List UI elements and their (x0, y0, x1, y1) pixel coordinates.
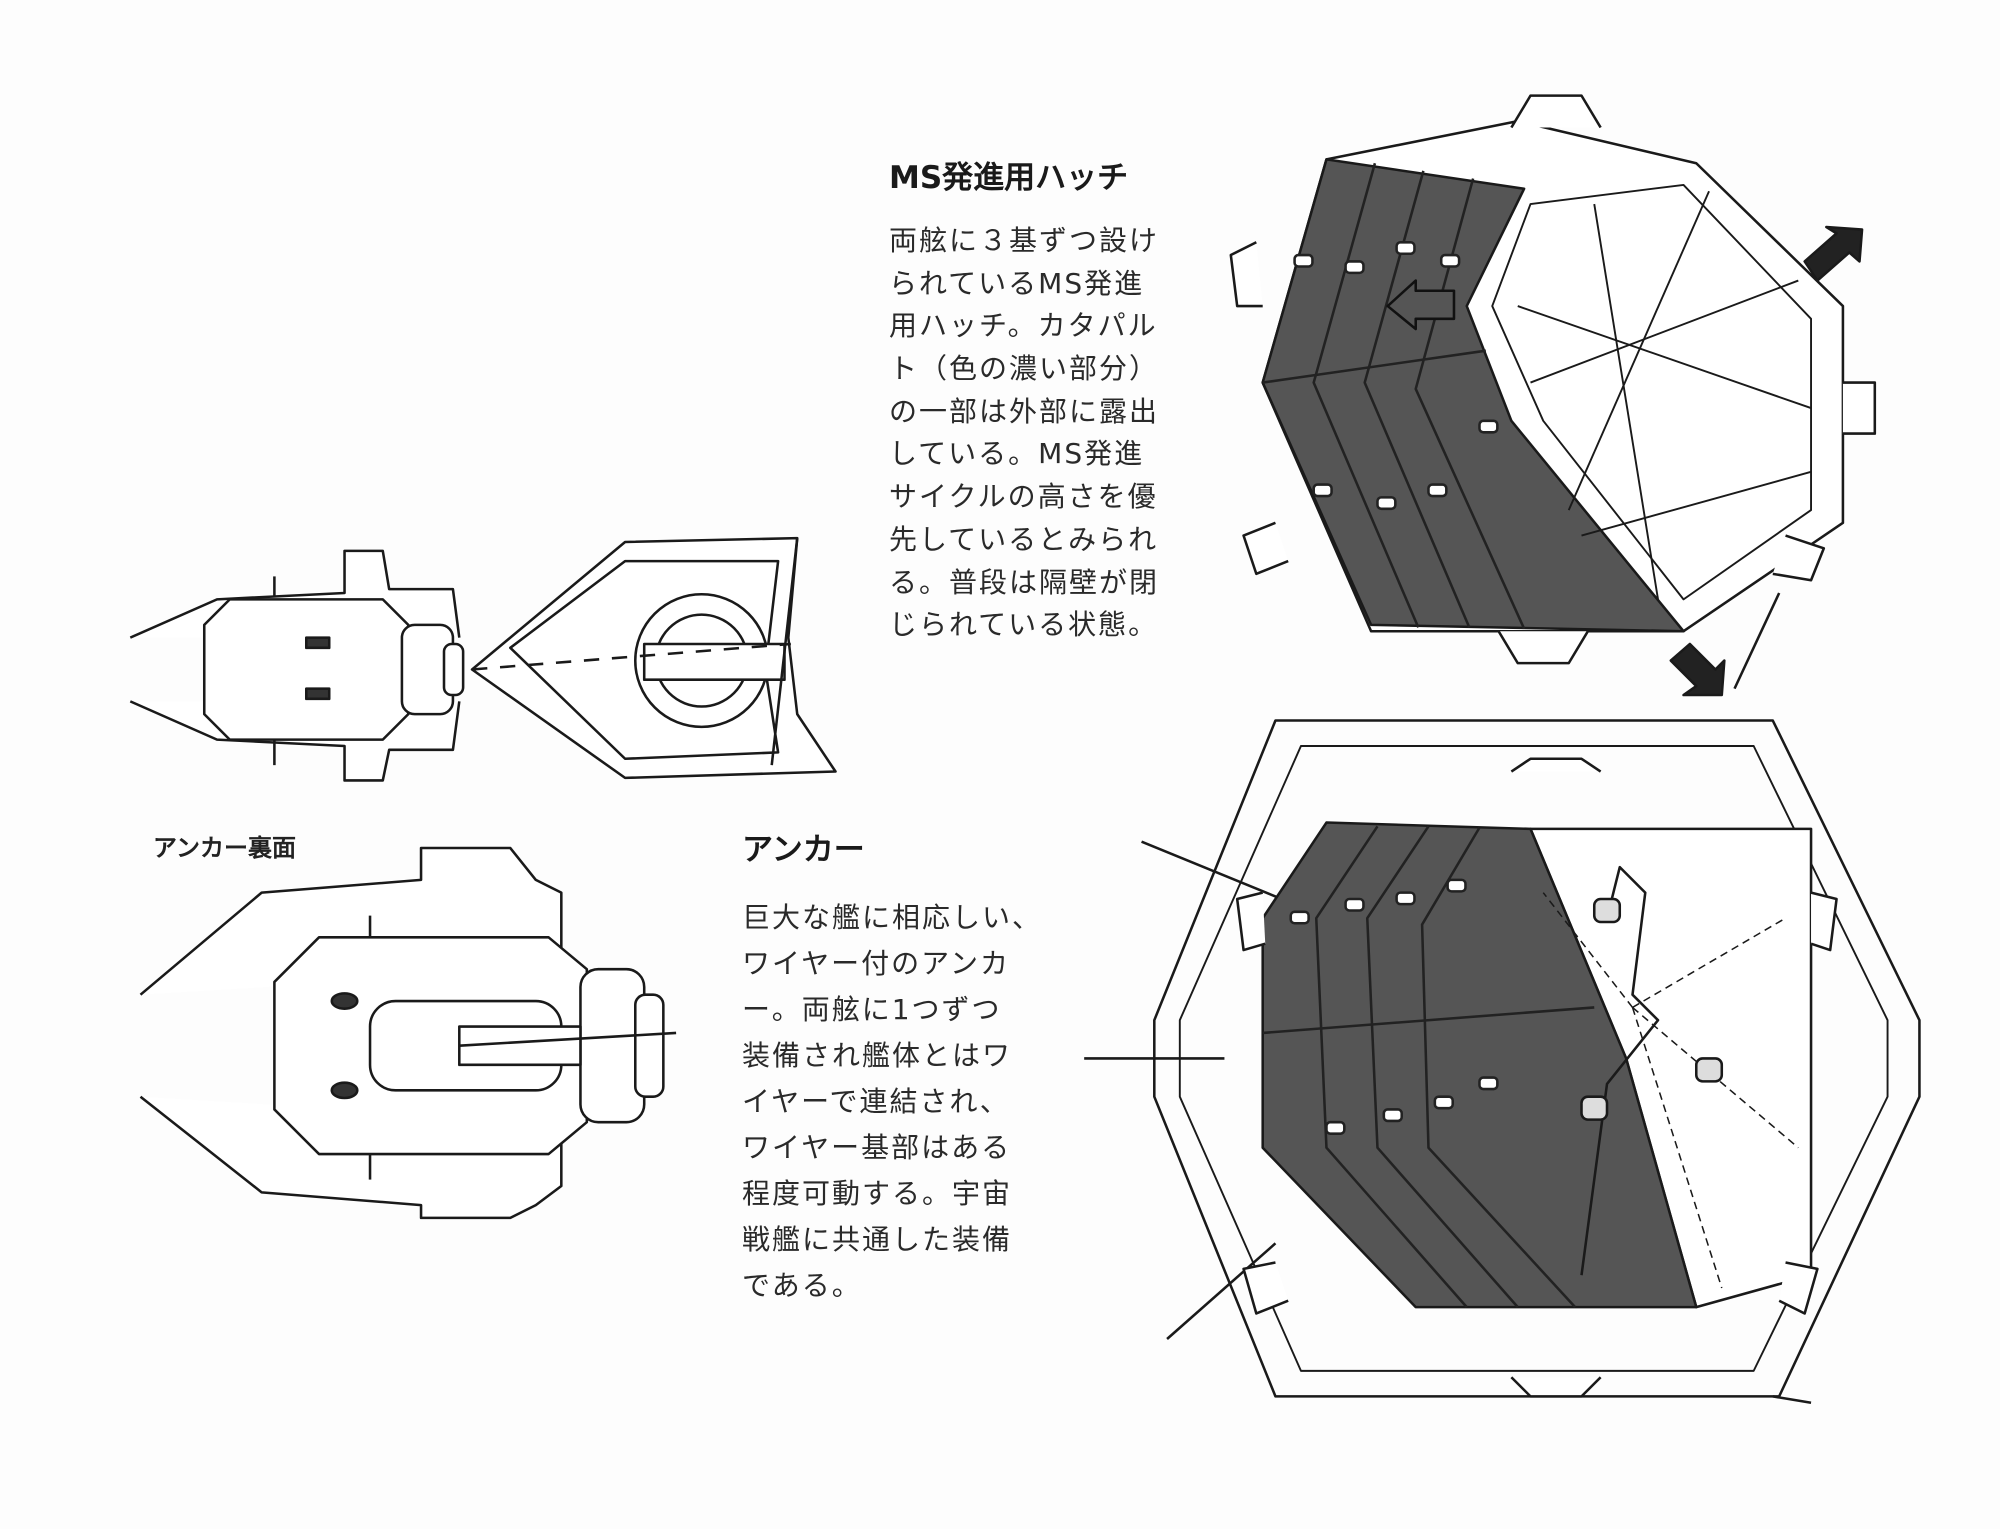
text-line: ワイヤー付のアンカ (742, 947, 1011, 980)
text-line: イヤーで連結され、 (742, 1085, 1010, 1118)
text-line: 先しているとみられ (889, 522, 1159, 556)
text-line: 程度可動する。宇宙 (742, 1177, 1013, 1210)
text-line: 用ハッチ。カタパル (889, 309, 1158, 343)
text-line: サイクルの高さを優 (889, 480, 1158, 514)
anchor-description: 巨大な艦に相応しい、 ワイヤー付のアンカ ー。両舷に1つずつ 装備され艦体とはワ… (742, 895, 1042, 1309)
text-line: 装備され艦体とはワ (742, 1039, 1013, 1072)
text-line: 両舷に３基ずつ設け (889, 224, 1160, 257)
ms-hatch-description: 両舷に３基ずつ設け られているMS発進 用ハッチ。カタパル ト（色の濃い部分） … (889, 220, 1159, 647)
anchor-title: アンカー (742, 832, 865, 868)
text-line: の一部は外部に露出 (889, 394, 1160, 428)
text-line: る。普段は隔壁が閉 (889, 565, 1160, 599)
anchor-underside-drawing (139, 846, 677, 1220)
hatch-closed-drawing (1084, 592, 1921, 1405)
ms-hatch-title: MS発進用ハッチ (889, 160, 1129, 196)
text-line: じられている状態。 (889, 608, 1159, 642)
text-line: ト（色の濃い部分） (889, 352, 1160, 386)
text-line: ワイヤー基部はある (742, 1131, 1012, 1164)
text-line: 戦艦に共通した装備 (742, 1223, 1013, 1256)
anchor-underside-label: アンカー裏面 (153, 834, 297, 862)
text-line: 巨大な艦に相応しい、 (742, 901, 1043, 934)
text-line: である。 (742, 1269, 862, 1302)
text-line: られているMS発進 (889, 266, 1145, 300)
text-line: している。MS発進 (889, 437, 1145, 471)
anchor-top-drawing (129, 536, 837, 782)
ms-hatch-drawing (1229, 94, 1877, 697)
text-line: ー。両舷に1つずつ (742, 993, 1002, 1026)
